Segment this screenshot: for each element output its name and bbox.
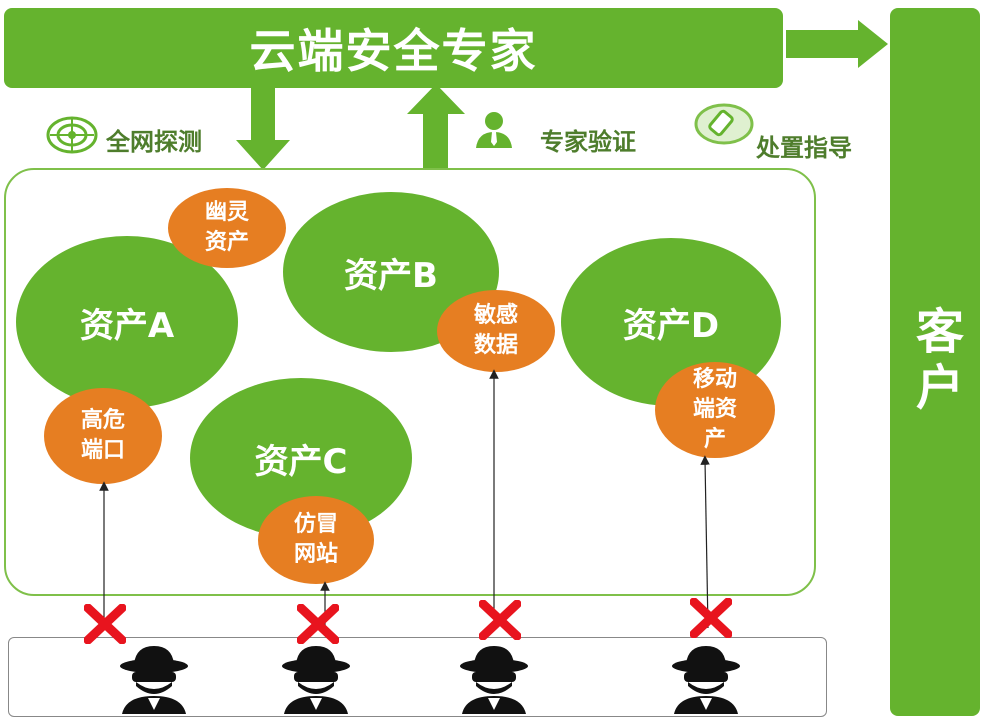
data-line-1: 敏感: [473, 303, 518, 328]
block-x-icon: [479, 600, 521, 640]
port-line-1: 高危: [80, 408, 125, 433]
asset-a: 资产A: [16, 236, 238, 408]
data-line-2: 数据: [473, 333, 518, 358]
mobile-line-3: 产: [703, 427, 726, 452]
scan-label: 全网探测: [106, 128, 202, 156]
phish-line-2: 网站: [293, 542, 338, 567]
mobile-line-2: 端资: [692, 397, 737, 422]
asset-a-label: 资产A: [79, 305, 175, 346]
ghost-line-1: 幽灵: [204, 200, 249, 225]
asset-b-label: 资产B: [344, 255, 438, 296]
cloud-security-expert-bar: 云端安全专家: [4, 8, 783, 88]
guide-label: 处置指导: [756, 134, 852, 162]
hacker-icon: [282, 646, 350, 714]
hacker-icon: [120, 646, 188, 714]
arrow-to-customer: [786, 20, 888, 68]
phish-line-1: 仿冒: [293, 512, 338, 537]
sensitive-data-bubble: 敏感数据: [437, 290, 555, 372]
customer-label: 客户: [907, 306, 963, 418]
port-line-2: 端口: [80, 438, 125, 463]
verify-label: 专家验证: [540, 128, 636, 156]
radar-icon: [46, 116, 98, 154]
block-x-icon: [690, 598, 732, 638]
ghost-asset-bubble: 幽灵资产: [168, 188, 286, 268]
block-x-icon: [297, 604, 339, 644]
block-x-icon: [84, 604, 126, 644]
expert-title: 云端安全专家: [249, 24, 538, 78]
phishing-site-bubble: 仿冒网站: [258, 496, 374, 584]
mobile-asset-bubble: 移动端资产: [655, 362, 775, 458]
asset-c-label: 资产C: [254, 441, 348, 482]
hacker-icon: [460, 646, 528, 714]
mobile-line-1: 移动: [692, 367, 737, 392]
asset-d-label: 资产D: [622, 305, 720, 346]
arrow-verify-up: [407, 84, 465, 168]
hacker-icon: [672, 646, 740, 714]
high-risk-port-bubble: 高危端口: [44, 388, 162, 484]
assets-frame: [4, 168, 816, 596]
ghost-line-2: 资产: [204, 230, 249, 255]
customer-bar: 客户: [890, 8, 980, 716]
guide-tag-icon: [694, 103, 754, 145]
arrow-scan-down: [236, 88, 290, 170]
expert-user-icon: [476, 112, 512, 148]
